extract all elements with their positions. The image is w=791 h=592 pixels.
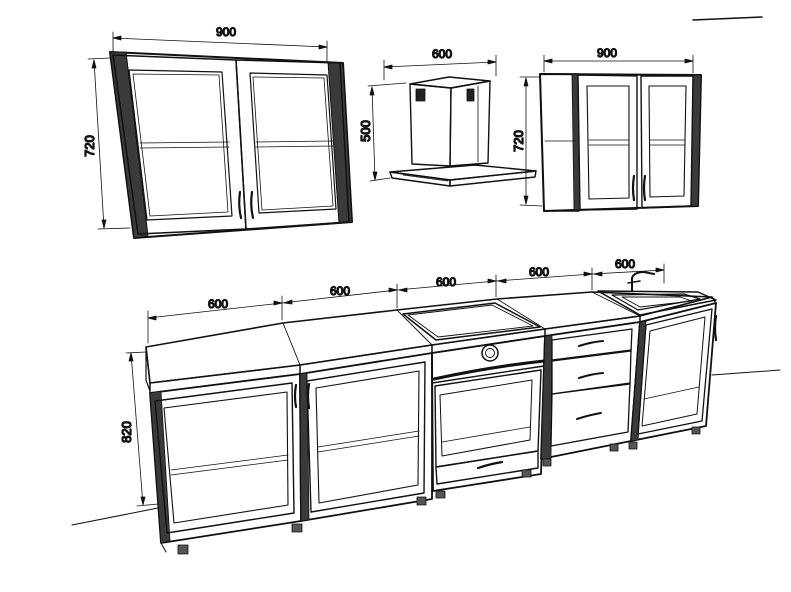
base-cabinet-oven [431,335,546,499]
hood [389,76,537,187]
upper-left-handle-1 [238,190,243,220]
drawer-3-handle [576,412,602,420]
upper-left-door-right [235,59,350,230]
base-2-door [306,361,426,513]
upper-right-door-left [577,74,638,211]
cooktop [402,302,541,341]
upper-right-handle-2 [642,174,647,202]
upper-left-handle-2 [250,190,255,220]
oven-drawer [435,450,539,485]
dim-upper-left-height: 720 [82,135,97,157]
upper-left-cabinet [109,51,353,239]
drawer-1-handle [578,340,604,347]
drawer-2-handle [578,372,604,379]
dim-upper-right-width: 900 [597,46,617,60]
base-cabinet-sink [628,302,718,450]
base-cabinet-2 [299,352,433,522]
oven-knob [481,344,499,362]
upper-right-cabinet [539,73,702,212]
dim-hood-width: 600 [432,47,452,61]
drawer-3 [550,382,631,447]
upper-right-handle-1 [631,174,636,202]
dim-base-drawers-width: 600 [529,265,549,279]
dim-base-2-width: 600 [330,284,350,298]
wall-lines [71,16,781,526]
upper-right-dimension-lines [519,54,694,207]
base-cabinet-1 [149,373,303,555]
dim-upper-left-width: 900 [216,25,236,39]
dim-upper-right-height: 720 [511,130,526,152]
dim-hood-height: 500 [358,120,373,142]
base-1-handle [293,383,298,409]
base-dimension-lines [125,263,665,507]
hood-dimension-lines [367,54,497,182]
dim-base-oven-width: 600 [436,275,456,289]
base-1-door [154,382,295,534]
faucet [631,271,655,292]
upper-left-dimension-lines [87,31,328,230]
base-cabinet-drawers [540,321,641,467]
sink-base-door [637,308,713,435]
oven-drawer-handle [476,460,504,470]
oven-handle [432,359,546,381]
dim-base-1-width: 600 [208,297,228,311]
upper-right-door-right [640,75,694,209]
sink-base-handle [713,314,718,342]
dim-base-sink-width: 600 [615,257,635,271]
sink [597,271,717,316]
dim-base-height: 820 [119,421,134,443]
base-2-handle [306,382,311,410]
